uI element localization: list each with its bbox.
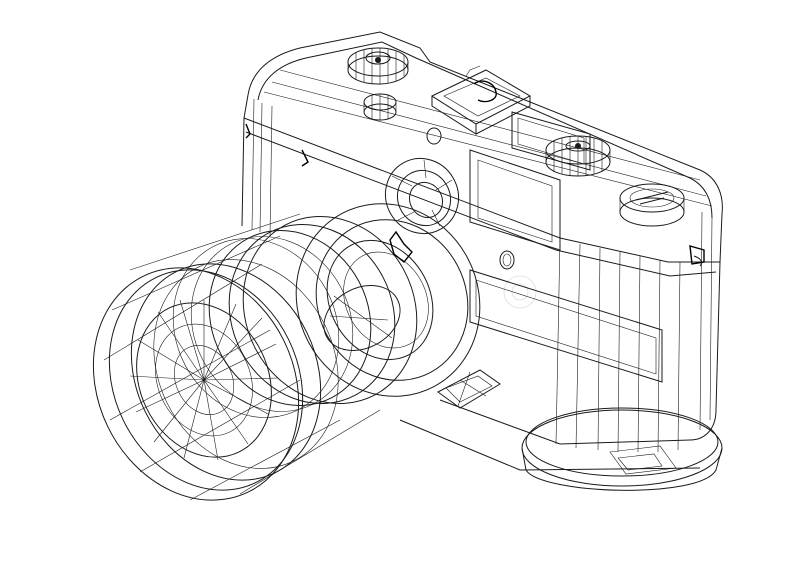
hot-shoe — [430, 65, 532, 135]
lens-radial-spokes — [129, 299, 279, 461]
front-hole — [499, 250, 515, 270]
body-bottom-edge — [439, 399, 691, 445]
watermark-mark — [503, 275, 537, 309]
top-controls — [347, 47, 685, 227]
flash-ring — [384, 157, 460, 235]
lens-mount-ring — [295, 203, 481, 397]
aperture-tab — [389, 230, 413, 263]
lens-assembly — [92, 203, 481, 501]
focus-assist-port — [437, 369, 501, 409]
self-timer-lamp — [426, 127, 442, 145]
mode-dial — [619, 183, 685, 227]
lens-front-rim — [92, 267, 300, 501]
lens-front-glass — [136, 302, 272, 458]
body-window-panel — [469, 149, 561, 251]
shutter-dial-right — [545, 135, 611, 177]
small-knob — [363, 93, 397, 121]
grip-base — [521, 407, 723, 491]
body-front-face — [243, 117, 720, 263]
strap-lug-right — [689, 245, 705, 265]
shutter-dial-left — [347, 47, 409, 85]
body-left-side — [241, 94, 249, 227]
body-right-end — [689, 213, 723, 441]
body-top-outline — [247, 31, 723, 215]
body-top-inner — [257, 41, 713, 219]
